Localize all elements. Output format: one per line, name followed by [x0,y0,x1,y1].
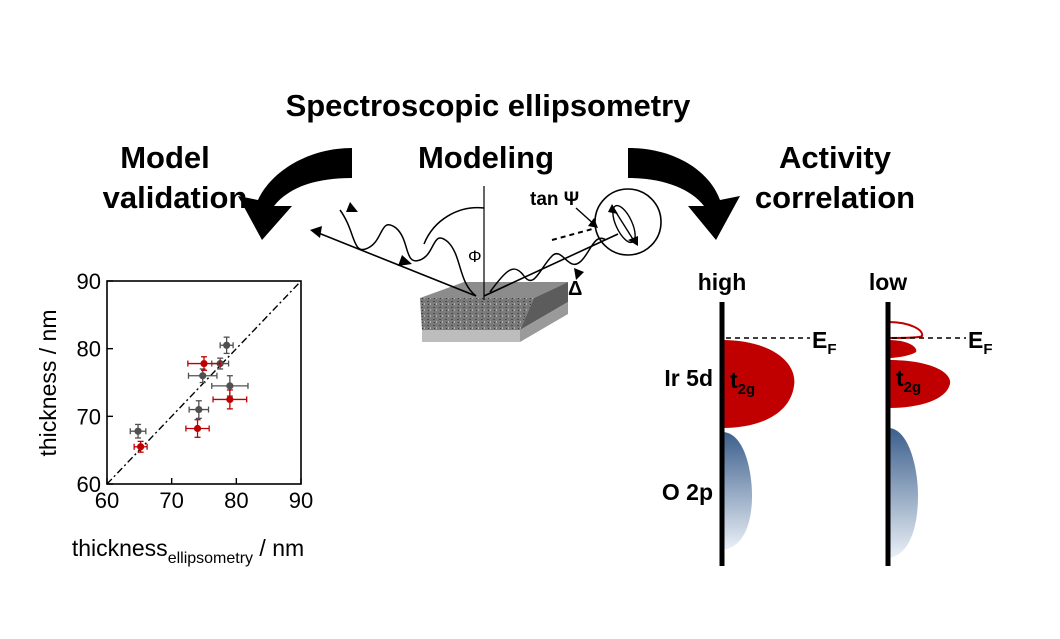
thickness-scatter-chart: 60 70 80 90 60 70 80 90 thickness / nm thicknes… [35,269,313,567]
scatter-marker [199,372,207,380]
reflected-wave [489,237,607,293]
x-axis-label: thicknessellipsometry / nm [72,535,304,567]
ellipse-arrowhead-bottom [628,236,638,246]
data-point [187,368,218,384]
low-t2g-main: t [896,365,904,391]
low-fermi-label: EF [968,327,993,358]
x-tick-label: 90 [289,488,313,513]
low-fermi-main: E [968,327,983,353]
low-t2g-label: t2g [896,365,921,396]
tan-psi-arrowhead [588,218,598,228]
high-t2g-sub: 2g [738,381,756,398]
right-heading-line2: correlation [755,180,915,215]
left-heading-line1: Model [120,140,210,175]
scatter-marker [226,395,234,404]
left-heading-line2: validation [103,180,248,215]
data-points [129,336,249,453]
x-axis-label-main: thickness [72,535,168,561]
y-tick-label: 60 [77,472,101,497]
low-empty-lobe [887,321,924,339]
high-t2g-label: t2g [730,367,755,398]
low-t2g-sub: 2g [904,379,922,396]
y-tick-label: 80 [77,337,101,362]
x-tick-label: 80 [224,488,248,513]
y-tick-label: 90 [77,269,101,294]
phi-label: Φ [468,247,482,266]
data-point [133,440,148,453]
incident-wave [339,209,477,297]
low-filled-top [888,340,917,358]
ellipse-arrowhead-top [608,204,618,214]
sample-slab [420,282,568,342]
plot-frame [106,280,302,485]
reflected-arrowhead [574,268,584,280]
x-tick-label: 70 [159,488,183,513]
data-point [212,389,248,410]
incident-arrowhead-left [310,226,322,238]
dos-high: high EF t2g Ir 5d O 2p [662,269,837,566]
scatter-marker [223,341,231,349]
right-heading-line1: Activity [779,140,892,175]
center-heading: Modeling [418,140,554,175]
scatter-marker [193,424,202,433]
scatter-marker [200,359,208,368]
scatter-marker [226,382,234,390]
delta-label: Δ [568,278,582,300]
title: Spectroscopic ellipsometry [286,88,692,123]
data-point [219,336,234,355]
right-curved-arrow [628,148,740,240]
incident-arrowhead-right [346,202,358,212]
y-tick-label: 70 [77,404,101,429]
high-fermi-sub: F [827,341,836,358]
high-o2p-lobe [722,432,752,550]
scatter-marker [137,443,145,451]
incident-beam [315,231,477,297]
left-curved-arrow [238,148,352,240]
data-point [185,419,210,438]
reflected-beam [483,233,619,297]
low-o2p-lobe [888,428,918,558]
ir-5d-label: Ir 5d [664,365,713,391]
incident-mid-arrow [398,255,412,266]
x-axis-label-sub: ellipsometry [168,550,253,567]
high-fermi-main: E [812,327,827,353]
data-point [129,423,147,439]
scatter-marker [134,427,142,435]
low-t2g-lobe [888,360,951,408]
axis-ticks: 60 70 80 90 60 70 80 90 [77,269,314,513]
low-fermi-sub: F [983,341,992,358]
high-fermi-label: EF [812,327,837,358]
x-tick-label: 60 [95,488,119,513]
polarization-circle [594,188,662,256]
incidence-angle-arc [423,206,485,245]
scatter-marker [195,405,203,414]
high-t2g-lobe [722,340,795,428]
reflected-dash [551,227,597,241]
y-axis-label: thickness / nm [35,310,61,457]
data-point [188,400,210,420]
tan-psi-label: tan Ψ [530,189,579,210]
x-axis-label-suffix: / nm [253,535,304,561]
o-2p-label: O 2p [662,479,713,505]
data-point [187,356,221,371]
dos-high-label: high [698,269,747,295]
high-t2g-main: t [730,367,738,393]
dos-low-label: low [869,269,907,295]
dos-low: low EF t2g [869,269,993,566]
